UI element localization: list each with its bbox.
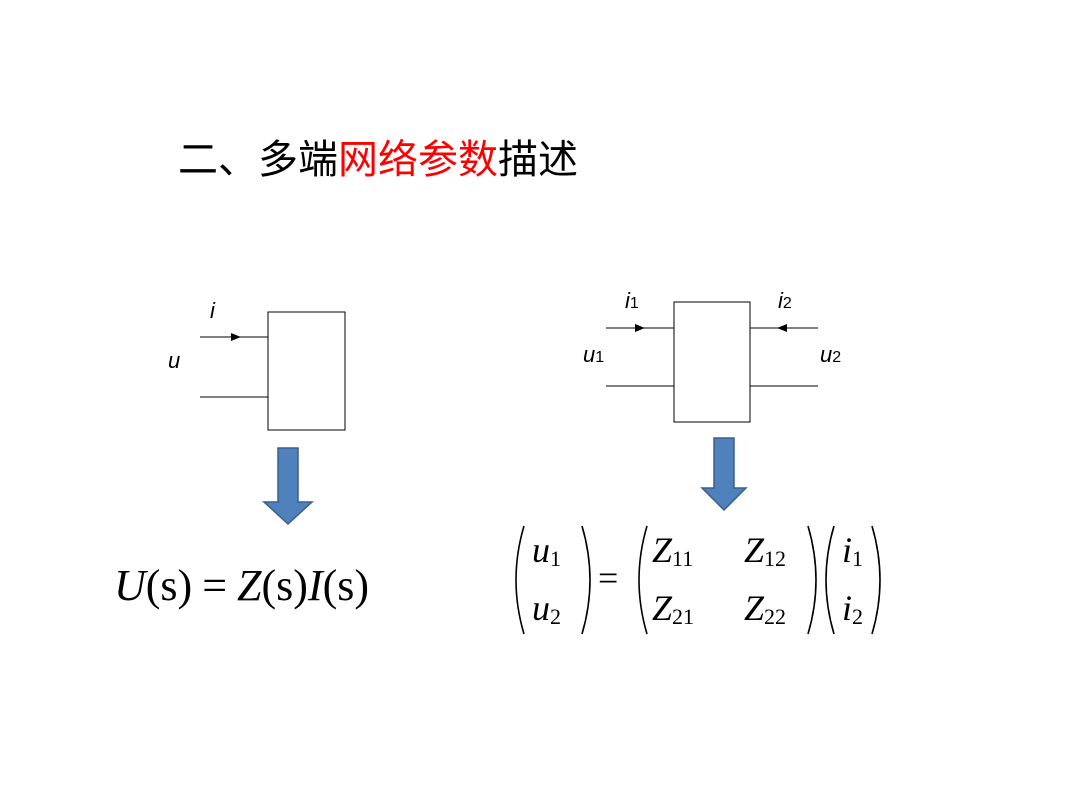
lhs-entry: u1 xyxy=(532,530,561,571)
z-left-paren xyxy=(638,525,648,635)
port2-voltage-label: u2 xyxy=(820,342,841,367)
eq-s3: (s) xyxy=(323,561,369,610)
one-port-network: i u xyxy=(168,298,346,431)
rhs-entry: i2 xyxy=(842,588,863,629)
down-arrow-icon xyxy=(262,447,314,526)
eq-equals: = xyxy=(202,561,227,610)
eq-U: U xyxy=(114,561,149,610)
title-prefix: 二、多端 xyxy=(178,137,338,183)
slide-title: 二、多端网络参数描述 xyxy=(178,134,578,186)
one-port-box xyxy=(267,311,346,431)
two-port-network: i1 i2 u1 u2 xyxy=(583,288,841,423)
eq-s2: (s) xyxy=(262,561,308,610)
z-right-paren xyxy=(807,525,817,635)
title-suffix: 描述 xyxy=(498,137,578,183)
z-entry-22: Z22 xyxy=(744,588,786,629)
eq-s1: (s) xyxy=(146,561,192,610)
z-entry-12: Z12 xyxy=(744,530,786,571)
impedance-equation: U(s)=Z(s)I(s) xyxy=(114,561,369,610)
rhs-left-paren xyxy=(825,525,835,635)
matrix-equals: = xyxy=(598,558,618,598)
two-port-box xyxy=(673,301,751,423)
z-entry-11: Z11 xyxy=(652,530,693,571)
matrix-entries: u1 u2 = Z11 Z12 Z21 Z22 i1 i2 xyxy=(532,530,863,629)
matrix-equation xyxy=(515,525,881,635)
title-highlight: 网络参数 xyxy=(338,137,498,183)
eq-I: I xyxy=(307,561,325,610)
lhs-right-paren xyxy=(581,525,591,635)
port1-voltage-label: u1 xyxy=(583,342,604,367)
rhs-entry: i1 xyxy=(842,530,863,571)
eq-Z: Z xyxy=(237,561,262,610)
lhs-entry: u2 xyxy=(532,588,561,629)
z-entry-21: Z21 xyxy=(652,588,694,629)
lhs-left-paren xyxy=(515,525,525,635)
one-port-voltage-label: u xyxy=(168,348,180,373)
port1-current-label: i1 xyxy=(625,288,639,313)
port2-current-label: i2 xyxy=(778,288,792,313)
rhs-right-paren xyxy=(871,525,881,635)
down-arrow-icon xyxy=(700,437,748,512)
one-port-current-label: i xyxy=(210,298,216,323)
